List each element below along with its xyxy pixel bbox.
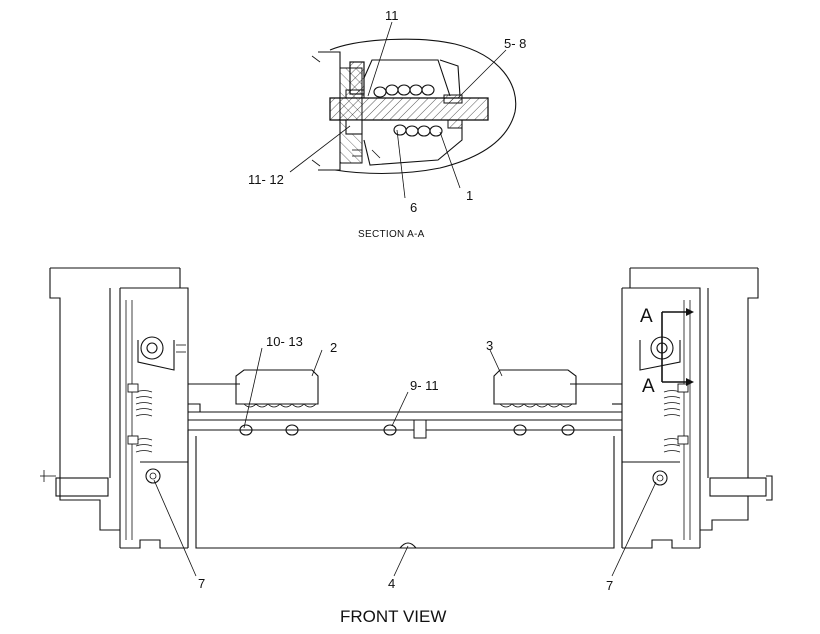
callout-10-13: 10- 13 <box>266 334 303 349</box>
upper-rail <box>188 383 622 421</box>
right-frame: A A <box>621 267 773 549</box>
left-handle <box>235 369 319 408</box>
right-handle <box>493 369 577 408</box>
callout-11-top: 11 <box>385 8 399 23</box>
callout-1: 1 <box>466 188 473 203</box>
rail-fasteners <box>239 419 575 439</box>
section-a-a-detail: 11 5- 8 11- 12 6 1 SECTION A-A <box>248 8 526 240</box>
callout-2: 2 <box>330 340 337 355</box>
callout-3: 3 <box>486 338 493 353</box>
callout-6: 6 <box>410 200 417 215</box>
section-marker-a-bottom: A <box>642 376 655 397</box>
section-marker: A A <box>640 306 694 397</box>
front-view-assembly: A A <box>40 267 773 626</box>
spring-coils-bottom <box>393 124 443 137</box>
callout-7-right: 7 <box>606 578 613 593</box>
callout-7-left: 7 <box>198 576 205 591</box>
view-title: FRONT VIEW <box>340 607 446 626</box>
spring-coils-top <box>373 84 435 98</box>
section-caption: SECTION A-A <box>358 229 425 240</box>
callout-9-11: 9- 11 <box>410 378 439 393</box>
callout-5-8: 5- 8 <box>504 36 526 51</box>
section-marker-a-top: A <box>640 306 653 327</box>
callout-4: 4 <box>388 576 395 591</box>
lower-channel <box>187 429 623 549</box>
callout-11-12: 11- 12 <box>248 172 284 187</box>
